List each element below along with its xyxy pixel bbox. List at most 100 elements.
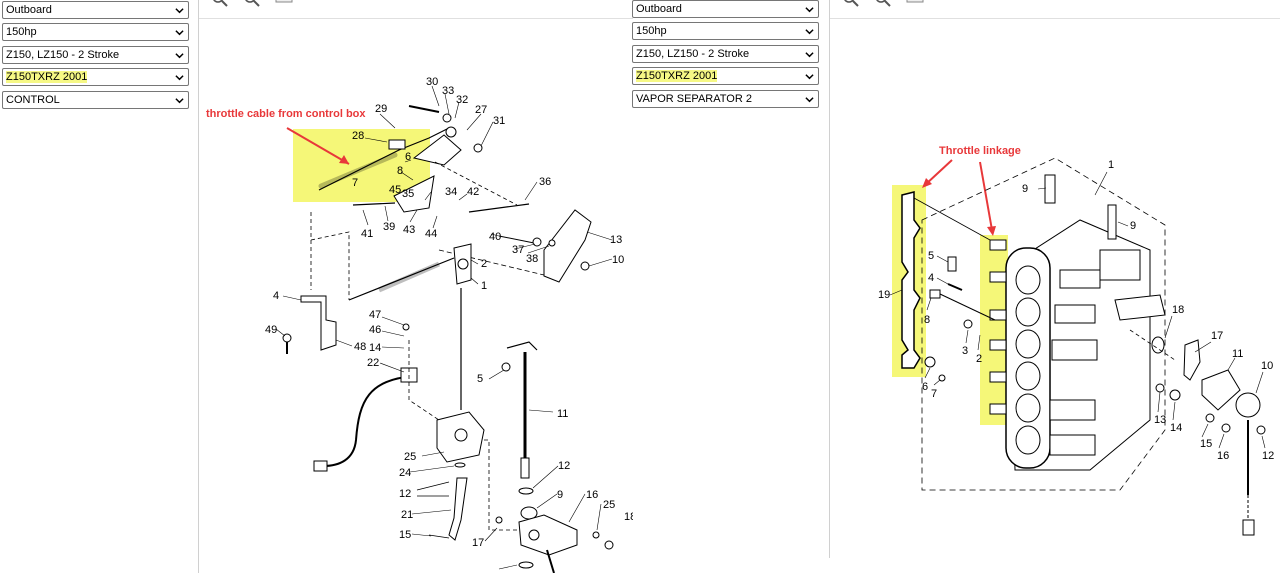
zoom-toolbar <box>211 0 293 8</box>
zoom-out-icon[interactable] <box>243 0 261 8</box>
vapor-part-number-label: 9 <box>1130 220 1136 232</box>
control-part-number-label: 35 <box>402 188 414 200</box>
right-selector-panel: Outboard 150hp Z150, LZ150 - 2 Stroke Z1… <box>632 0 828 573</box>
year-select[interactable]: Z150TXRZ 2001 <box>2 68 189 86</box>
control-part-number-label: 10 <box>612 254 624 266</box>
zoom-out-icon[interactable] <box>874 0 892 8</box>
select-value: Z150, LZ150 - 2 Stroke <box>636 48 750 60</box>
select-value: Outboard <box>6 4 52 16</box>
vapor-part-number-label: 11 <box>1232 348 1243 360</box>
vapor-part-number-label: 8 <box>924 314 930 326</box>
control-part-number-label: 33 <box>442 85 454 97</box>
chevron-down-icon <box>175 8 184 14</box>
control-part-number-label: 47 <box>369 309 381 321</box>
control-part-number-label: 4 <box>273 290 279 302</box>
vapor-part-number-label: 17 <box>1211 330 1223 342</box>
control-part-number-label: 38 <box>526 253 538 265</box>
control-part-number-label: 25 <box>404 451 416 463</box>
control-part-number-label: 46 <box>369 324 381 336</box>
control-part-number-label: 24 <box>399 467 411 479</box>
control-part-number-label: 13 <box>610 234 622 246</box>
control-part-number-label: 48 <box>354 341 366 353</box>
control-part-number-label: 8 <box>397 165 403 177</box>
select-value: Outboard <box>636 3 682 15</box>
control-part-number-label: 28 <box>352 130 364 142</box>
vapor-part-number-label: 7 <box>931 388 937 400</box>
select-value: VAPOR SEPARATOR 2 <box>636 93 752 105</box>
chevron-down-icon <box>805 74 814 80</box>
type-select[interactable]: Outboard <box>2 1 189 19</box>
chevron-down-icon <box>175 98 184 104</box>
chevron-down-icon <box>175 75 184 81</box>
control-part-number-label: 5 <box>477 373 483 385</box>
select-value: CONTROL <box>6 94 60 106</box>
control-part-number-label: 7 <box>352 177 358 189</box>
chevron-down-icon <box>175 30 184 36</box>
section-select[interactable]: VAPOR SEPARATOR 2 <box>632 90 819 108</box>
vapor-part-number-label: 19 <box>878 289 890 301</box>
year-select[interactable]: Z150TXRZ 2001 <box>632 67 819 85</box>
control-part-number-label: 39 <box>383 221 395 233</box>
section-select[interactable]: CONTROL <box>2 91 189 109</box>
vapor-part-number-label: 9 <box>1022 183 1028 195</box>
select-value: 150hp <box>636 25 667 37</box>
annotation-label: throttle cable from control box <box>206 108 366 120</box>
control-part-number-label: 40 <box>489 231 501 243</box>
vapor-part-number-label: 18 <box>1172 304 1184 316</box>
control-part-number-label: 15 <box>399 529 411 541</box>
control-part-number-label: 42 <box>467 186 479 198</box>
chevron-down-icon <box>175 53 184 59</box>
control-part-number-label: 49 <box>265 324 277 336</box>
control-part-number-label: 6 <box>405 151 411 163</box>
vapor-part-number-label: 4 <box>928 272 934 284</box>
vapor-part-number-label: 3 <box>962 345 968 357</box>
control-part-number-label: 14 <box>369 342 381 354</box>
control-part-number-label: 27 <box>475 104 487 116</box>
control-part-number-label: 1 <box>481 280 487 292</box>
model-select[interactable]: Z150, LZ150 - 2 Stroke <box>632 45 819 63</box>
zoom-fit-icon[interactable] <box>275 0 293 8</box>
control-part-number-label: 43 <box>403 224 415 236</box>
vapor-part-number-label: 1 <box>1108 159 1114 171</box>
select-value: 150hp <box>6 26 37 38</box>
zoom-toolbar <box>842 0 924 8</box>
control-part-number-label: 16 <box>586 489 598 501</box>
control-part-number-label: 12 <box>558 460 570 472</box>
vapor-part-number-label: 5 <box>928 250 934 262</box>
control-part-number-label: 2 <box>481 258 487 270</box>
vapor-part-number-label: 12 <box>1262 450 1274 462</box>
control-part-number-label: 44 <box>425 228 437 240</box>
control-part-number-label: 17 <box>472 537 484 549</box>
select-value: Z150, LZ150 - 2 Stroke <box>6 49 120 61</box>
control-part-number-label: 11 <box>557 408 568 420</box>
control-part-number-label: 25 <box>603 499 615 511</box>
vapor-part-number-label: 13 <box>1154 414 1166 426</box>
zoom-fit-icon[interactable] <box>906 0 924 8</box>
highlight-region <box>980 235 1008 425</box>
control-part-number-label: 29 <box>375 103 387 115</box>
zoom-in-icon[interactable] <box>842 0 860 8</box>
chevron-down-icon <box>805 29 814 35</box>
chevron-down-icon <box>805 7 814 13</box>
control-part-number-label: 31 <box>493 115 505 127</box>
select-value: Z150TXRZ 2001 <box>636 70 718 82</box>
vapor-part-number-label: 16 <box>1217 450 1229 462</box>
vapor-part-number-label: 15 <box>1200 438 1212 450</box>
control-part-number-label: 9 <box>557 489 563 501</box>
vapor-part-number-label: 6 <box>922 381 928 393</box>
chevron-down-icon <box>805 97 814 103</box>
model-select[interactable]: Z150, LZ150 - 2 Stroke <box>2 46 189 64</box>
horsepower-select[interactable]: 150hp <box>632 22 819 40</box>
control-part-number-label: 37 <box>512 244 524 256</box>
control-part-number-label: 18 <box>624 511 633 523</box>
horsepower-select[interactable]: 150hp <box>2 23 189 41</box>
type-select[interactable]: Outboard <box>632 0 819 18</box>
control-part-number-label: 36 <box>539 176 551 188</box>
zoom-in-icon[interactable] <box>211 0 229 8</box>
vapor-part-number-label: 14 <box>1170 422 1182 434</box>
annotation-label: Throttle linkage <box>939 145 1021 157</box>
control-part-number-label: 30 <box>426 76 438 88</box>
